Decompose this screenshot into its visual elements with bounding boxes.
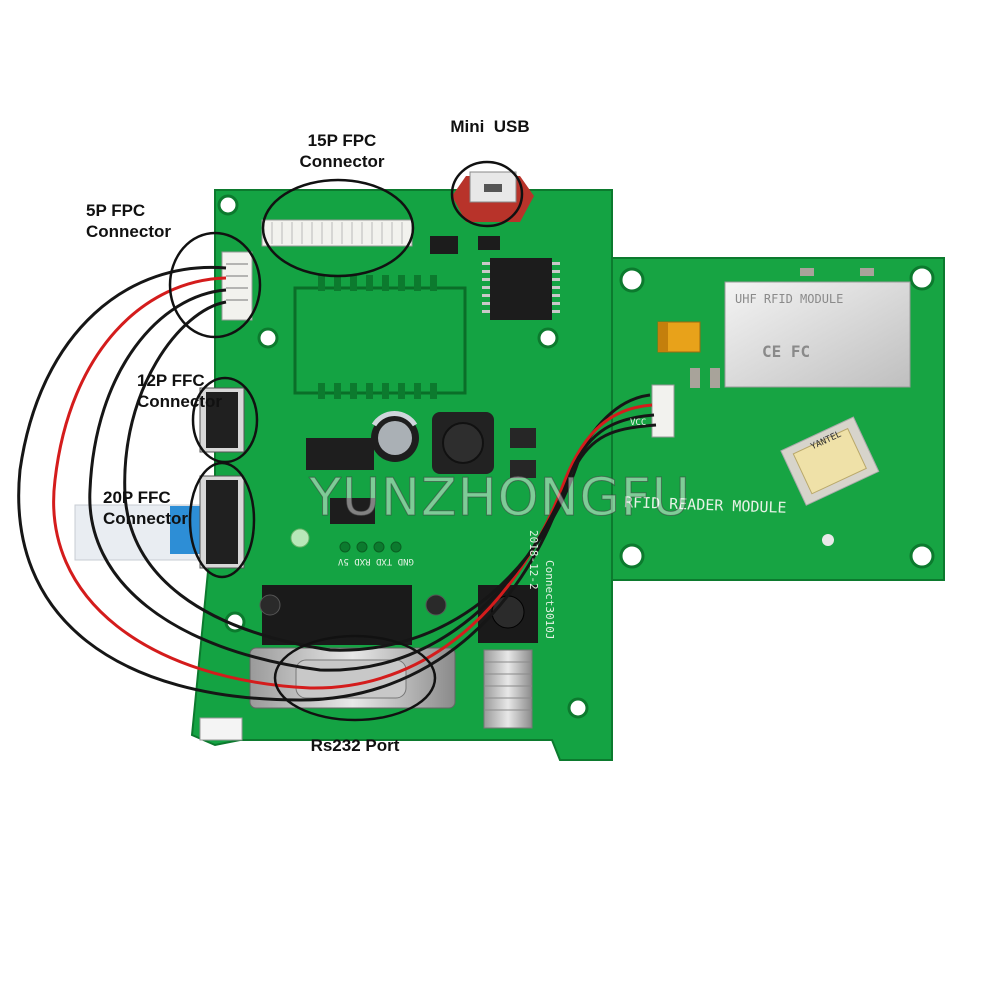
label-5p-fpc: 5P FPC Connector [86,200,171,242]
label-15p-fpc-line1: 15P FPC [307,131,377,150]
jumper-wires [17,265,657,702]
vcc-silkscreen: VCC [630,418,647,428]
header-pins-silkscreen: GND TXD RXD 5V [338,556,414,566]
label-20p-ffc-line2: Connector [103,509,188,528]
shield-title-silkscreen: UHF RFID MODULE [735,292,844,306]
label-15p-fpc-line2: Connector [299,152,385,171]
mini-usb-connector [452,171,534,222]
label-rs232-port: Rs232 Port [310,736,400,755]
label-12p-ffc-line1: 12P FFC [137,371,205,390]
annotation-circles [168,160,524,722]
label-20p-ffc: 20P FFC Connector [103,487,188,529]
rfid-reader-module [611,257,945,581]
label-12p-ffc-line2: Connector [137,392,222,411]
watermark: YUNZHONGFU [309,468,691,529]
label-5p-fpc-line1: 5P FPC [86,201,146,220]
label-20p-ffc-line1: 20P FFC [103,488,171,507]
label-mini-usb: Mini USB [450,117,530,136]
ce-mark-silkscreen: CE FC [762,342,811,361]
board-date-silkscreen: 2018-12-2 [527,530,540,590]
label-12p-ffc: 12P FFC Connector [137,370,222,412]
board-name-silkscreen: Connect3010J [543,560,556,640]
label-15p-fpc: 15P FPC Connector [262,130,422,172]
label-5p-fpc-line2: Connector [86,222,171,241]
